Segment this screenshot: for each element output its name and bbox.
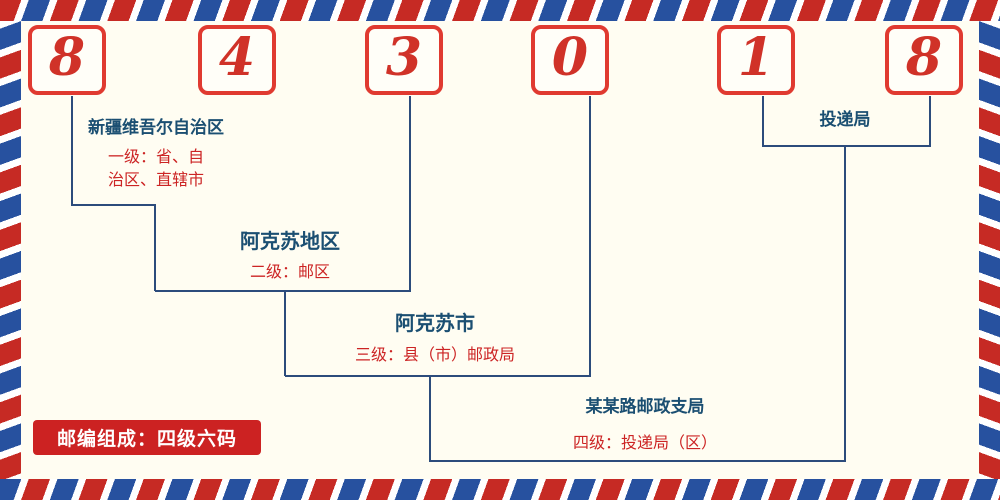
airmail-border-right <box>979 0 1000 500</box>
level1-title: 新疆维吾尔自治区 <box>88 118 224 137</box>
airmail-border-left <box>0 0 21 500</box>
airmail-border-top <box>0 0 1000 21</box>
level3-title: 阿克苏市 <box>395 313 475 335</box>
digit-3: 3 <box>385 27 423 88</box>
level2-label: 阿克苏地区 二级：邮区 <box>190 228 390 284</box>
digit-box-1: 8 <box>28 25 106 95</box>
composition-badge: 邮编组成：四级六码 <box>33 420 261 455</box>
level2-title: 阿克苏地区 <box>240 231 340 253</box>
level1-desc-line1: 一级：省、自 <box>107 148 204 166</box>
digit-5: 1 <box>737 27 775 88</box>
digit-box-5: 1 <box>717 25 795 95</box>
delivery-office-label: 投递局 <box>780 108 910 133</box>
digit-box-2: 4 <box>198 25 276 95</box>
digit-box-6: 8 <box>885 25 963 95</box>
digit-4: 0 <box>551 27 589 88</box>
level4-desc: 四级：投递局（区） <box>572 434 717 452</box>
level2-desc: 二级：邮区 <box>249 264 330 281</box>
digit-box-4: 0 <box>531 25 609 95</box>
level4-title: 某某路邮政支局 <box>585 397 705 416</box>
level3-label: 阿克苏市 三级：县（市）邮政局 <box>310 310 560 367</box>
delivery-office-title: 投递局 <box>819 110 871 129</box>
digit-1: 8 <box>48 27 86 88</box>
digit-6: 8 <box>905 27 943 88</box>
level1-desc-line2: 治区、直辖市 <box>107 171 204 189</box>
level3-desc: 三级：县（市）邮政局 <box>354 347 515 364</box>
airmail-border-bottom <box>0 479 1000 500</box>
digit-2: 4 <box>218 27 256 88</box>
digit-box-3: 3 <box>365 25 443 95</box>
level4-label: 某某路邮政支局 四级：投递局（区） <box>520 395 770 455</box>
level1-label: 新疆维吾尔自治区 一级：省、自 治区、直辖市 <box>50 116 262 192</box>
